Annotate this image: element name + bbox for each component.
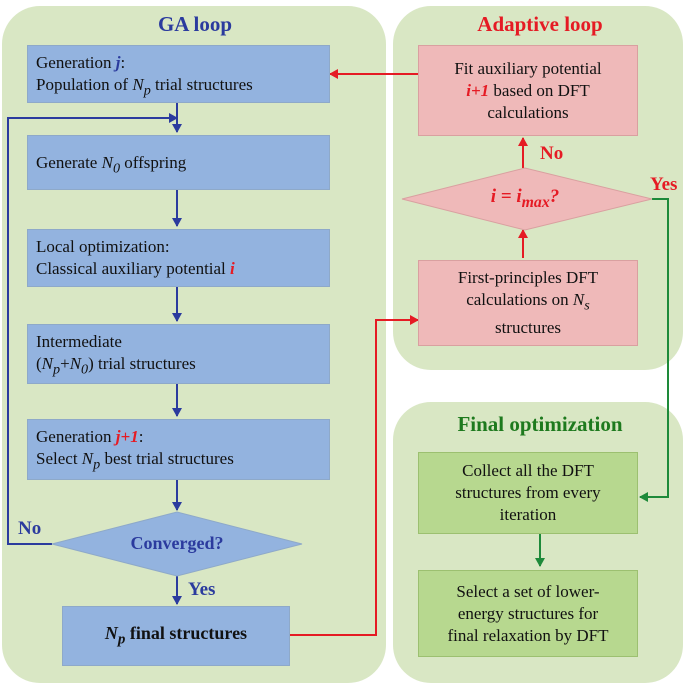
adaptive-yes-label: Yes [650, 174, 678, 195]
ga-loop-title: GA loop [157, 12, 233, 36]
var-i1: i+1 [466, 80, 490, 100]
dft-calculations-box: First-principles DFT calculations on Ns … [418, 260, 638, 346]
arrow-final-to-dft [290, 315, 419, 636]
local-optimization-box: Local optimization: Classical auxiliary … [27, 229, 330, 287]
select-lower-energy-box: Select a set of lower- energy structures… [418, 570, 638, 657]
ga-no-label: No [18, 518, 42, 539]
final-optimization-title: Final optimization [457, 412, 623, 436]
var-j: j [115, 53, 121, 72]
arrow-yes-to-collect [639, 198, 669, 502]
var-j1: j+1 [115, 427, 139, 446]
adaptive-no-label: No [540, 143, 564, 164]
fit-auxiliary-box: Fit auxiliary potential i+1 based on DFT… [418, 45, 638, 136]
imax-decision-diamond [401, 167, 653, 231]
adaptive-loop-title: Adaptive loop [477, 12, 603, 36]
intermediate-box: Intermediate (Np+N0) trial structures [27, 324, 330, 384]
ga-yes-label: Yes [188, 579, 216, 600]
converged-label: Converged? [130, 533, 224, 553]
imax-decision-label: i = imax? [490, 186, 560, 211]
converged-diamond [51, 511, 303, 577]
final-structures-box: Np final structures [62, 606, 290, 666]
var-i: i [230, 259, 235, 278]
collect-dft-box: Collect all the DFT structures from ever… [418, 452, 638, 534]
generation-j1-box: Generation j+1: Select Np best trial str… [27, 419, 330, 480]
generation-j-box: Generation j: Population of Np trial str… [27, 45, 330, 103]
arrow-no-loop-back [7, 113, 178, 545]
generate-offspring-box: Generate N0 offspring [27, 135, 330, 190]
